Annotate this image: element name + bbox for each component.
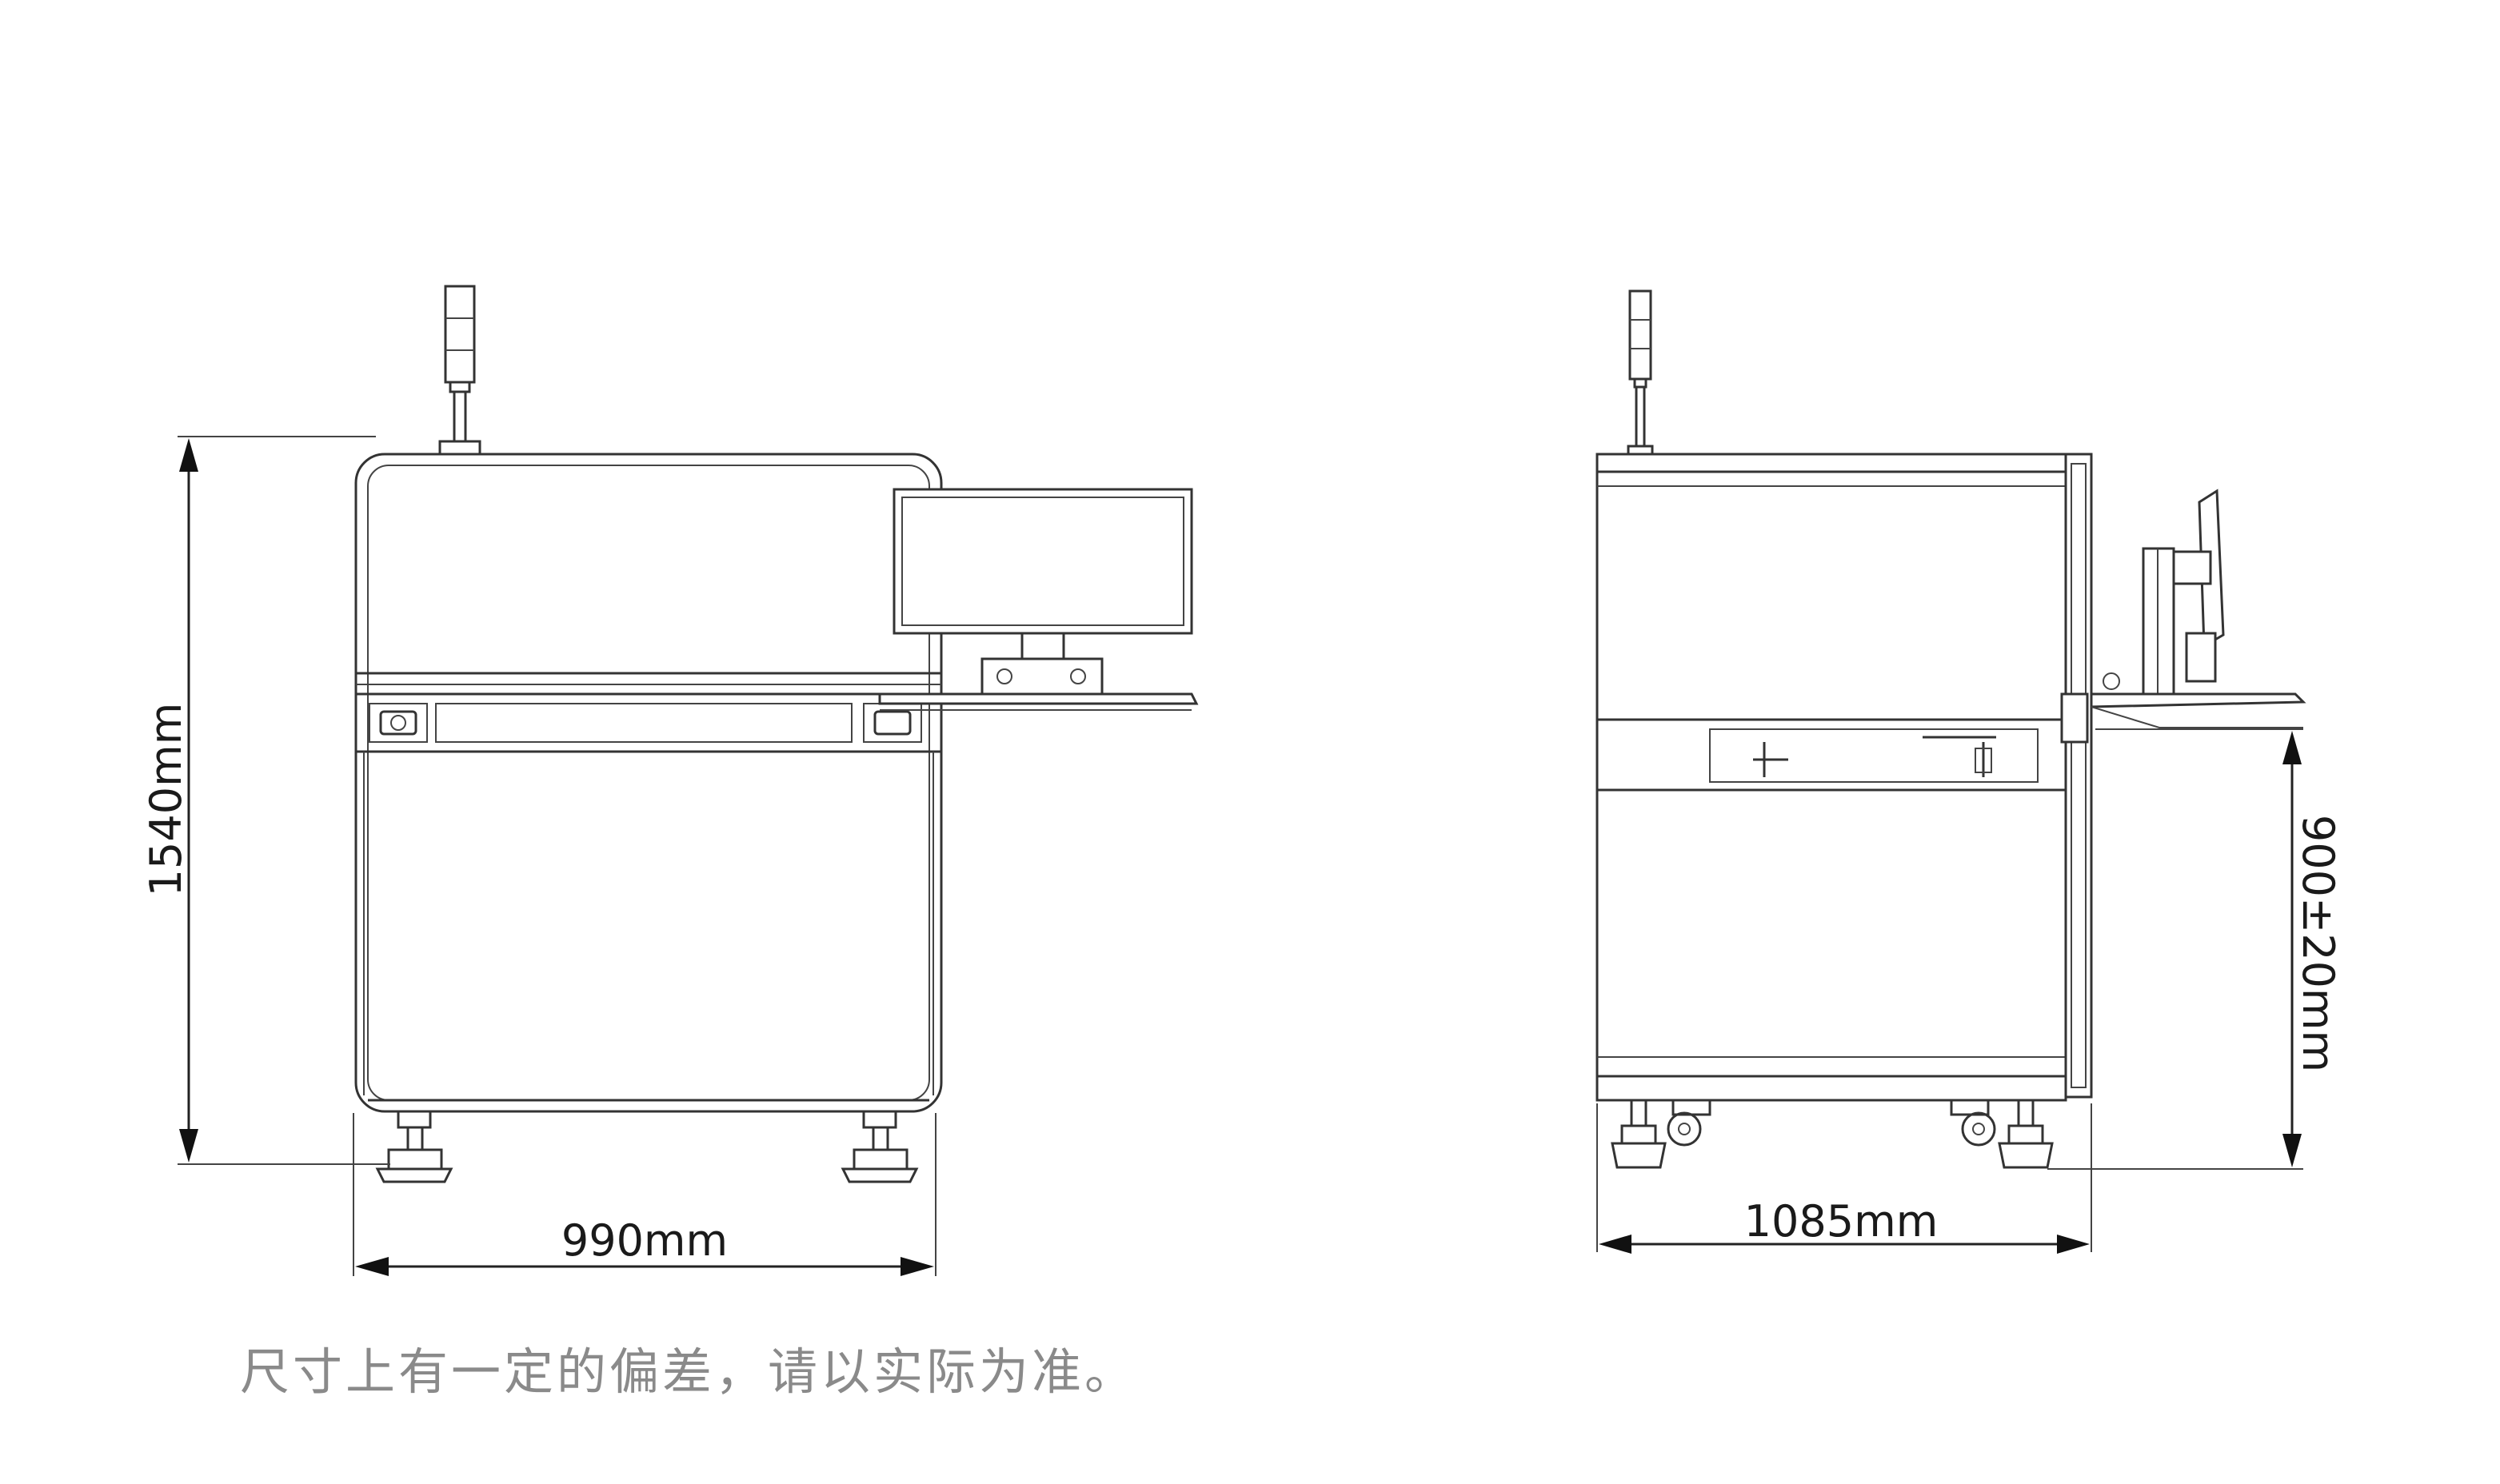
front-signal-tower [438,285,481,456]
side-right-caster [1950,1099,1996,1147]
tolerance-note: 尺寸上有一定的偏差，请以实际为准。 [240,1342,1138,1401]
side-cabinet [1595,453,2093,1102]
front-left-foot [375,1110,453,1183]
side-right-foot [1998,1099,2054,1169]
side-depth-dimension: 1085mm [1596,1103,2092,1254]
front-height-dimension: 1540mm [141,436,390,1165]
front-width-label: 990mm [561,1215,728,1266]
side-left-foot [1611,1099,1667,1169]
side-height-label: 900±20mm [2293,815,2343,1072]
front-right-foot [841,1110,919,1183]
front-monitor [893,488,1193,696]
front-view: 1540mm 990mm [141,285,1199,1276]
front-height-label: 1540mm [141,703,191,897]
side-view: 1085mm 900±20mm [1595,289,2343,1254]
front-cabinet [354,453,943,1113]
side-left-caster [1667,1099,1711,1147]
side-height-dimension: 900±20mm [2047,728,2343,1170]
side-signal-tower [1627,289,1654,456]
front-keyboard-shelf [878,692,1199,711]
side-monitor [2090,489,2306,728]
side-depth-label: 1085mm [1744,1196,1939,1247]
front-width-dimension: 990mm [353,1113,937,1276]
